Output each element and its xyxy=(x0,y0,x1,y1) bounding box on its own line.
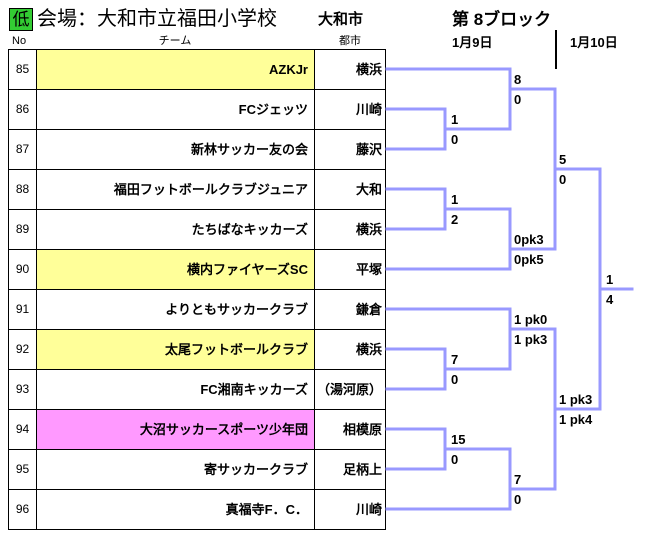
team-name: 寄サッカークラブ xyxy=(37,450,315,489)
score-semifinal-top-bottom: 0 xyxy=(559,172,567,187)
team-name: たちばなキッカーズ xyxy=(37,210,315,249)
team-city: 横浜 xyxy=(355,222,382,237)
team-city: 足柄上 xyxy=(342,462,382,477)
score-86-87-top: 1 xyxy=(451,112,459,127)
team-row: 87 新林サッカー友の会 藤沢 xyxy=(8,129,386,170)
team-table: 85 AZKJr 横浜 86 FCジェッツ 川崎 87 新林サッカー友の会 藤沢… xyxy=(8,49,386,530)
bracket-semifinal-bottom xyxy=(553,327,602,491)
score-semifinal-bottom-bottom: 1 pk4 xyxy=(559,412,593,427)
column-header-team: チーム xyxy=(158,35,192,47)
score-90-top: 0pk3 xyxy=(514,232,544,247)
team-name: FC湘南キッカーズ xyxy=(37,370,315,409)
team-number: 94 xyxy=(9,410,37,449)
score-semifinal-bottom-top: 1 pk3 xyxy=(559,392,593,407)
team-number: 96 xyxy=(9,490,37,529)
score-final-top: 1 xyxy=(606,272,614,287)
team-number: 95 xyxy=(9,450,37,489)
team-row: 85 AZKJr 横浜 xyxy=(8,49,386,90)
team-row: 94 大沼サッカースポーツ少年団 相模原 xyxy=(8,409,386,450)
team-city: 横浜 xyxy=(355,62,382,77)
bracket-match-94-95 xyxy=(443,427,512,471)
date-divider xyxy=(555,30,557,69)
bracket-lines xyxy=(385,67,634,511)
bracket-semifinal-top xyxy=(553,87,602,251)
score-96-top: 7 xyxy=(514,472,522,487)
team-city: 横浜 xyxy=(355,342,382,357)
team-name: 太尾フットボールクラブ xyxy=(37,330,315,369)
bracket-match-90 xyxy=(508,207,557,271)
team-number: 92 xyxy=(9,330,37,369)
team-city: 鎌倉 xyxy=(355,302,382,317)
score-85-bottom: 0 xyxy=(514,92,522,107)
bracket-final xyxy=(598,167,634,411)
bracket-match-88-89 xyxy=(443,187,512,231)
date-day1: 1月9日 xyxy=(452,35,493,50)
team-name: 大沼サッカースポーツ少年団 xyxy=(37,410,315,449)
team-city: （湯河原） xyxy=(316,382,382,397)
team-city: 川崎 xyxy=(355,102,382,117)
host-city-label: 大和市 xyxy=(318,11,364,28)
team-number: 91 xyxy=(9,290,37,329)
score-85-top: 8 xyxy=(514,72,522,87)
team-name: 新林サッカー友の会 xyxy=(37,130,315,169)
column-header-no: No xyxy=(12,35,27,47)
team-number: 86 xyxy=(9,90,37,129)
block-title: 第 8ブロック xyxy=(452,10,552,29)
team-city: 川崎 xyxy=(355,502,382,517)
team-row: 96 真福寺F．C． 川崎 xyxy=(8,489,386,530)
score-88-89-bottom: 2 xyxy=(451,212,459,227)
team-city: 大和 xyxy=(355,182,382,197)
score-90-bottom: 0pk5 xyxy=(514,252,544,267)
score-86-87-bottom: 0 xyxy=(451,132,459,147)
team-city: 相模原 xyxy=(342,422,382,437)
team-number: 85 xyxy=(9,50,37,89)
bracket-match-92-93 xyxy=(443,347,512,391)
team-row: 89 たちばなキッカーズ 横浜 xyxy=(8,209,386,250)
bracket-match-96 xyxy=(508,447,557,511)
bracket-match-86-87 xyxy=(443,107,512,151)
score-92-93-bottom: 0 xyxy=(451,372,459,387)
team-city: 平塚 xyxy=(355,262,382,277)
score-semifinal-top-top: 5 xyxy=(559,152,567,167)
score-final-bottom: 4 xyxy=(606,292,614,307)
team-number: 87 xyxy=(9,130,37,169)
team-number: 89 xyxy=(9,210,37,249)
level-badge: 低 xyxy=(9,8,33,31)
team-name: 横内ファイヤーズSC xyxy=(37,250,315,289)
bracket-match-91 xyxy=(508,307,557,371)
team-name: よりともサッカークラブ xyxy=(37,290,315,329)
team-row: 90 横内ファイヤーズSC 平塚 xyxy=(8,249,386,290)
score-92-93-top: 7 xyxy=(451,352,459,367)
team-number: 93 xyxy=(9,370,37,409)
team-row: 91 よりともサッカークラブ 鎌倉 xyxy=(8,289,386,330)
team-name: AZKJr xyxy=(37,50,315,89)
team-number: 88 xyxy=(9,170,37,209)
score-88-89-top: 1 xyxy=(451,192,459,207)
column-header-city: 都市 xyxy=(339,35,361,47)
team-name: FCジェッツ xyxy=(37,90,315,129)
score-96-bottom: 0 xyxy=(514,492,522,507)
team-name: 福田フットボールクラブジュニア xyxy=(37,170,315,209)
team-number: 90 xyxy=(9,250,37,289)
score-91-bottom: 1 pk3 xyxy=(514,332,548,347)
score-91-top: 1 pk0 xyxy=(514,312,548,327)
team-name: 真福寺F．C． xyxy=(37,490,315,529)
venue-title: 会場：大和市立福田小学校 xyxy=(37,8,277,30)
score-94-95-bottom: 0 xyxy=(451,452,459,467)
team-city: 藤沢 xyxy=(355,142,382,157)
bracket-match-85 xyxy=(508,67,557,131)
date-day2: 1月10日 xyxy=(570,35,618,50)
team-row: 92 太尾フットボールクラブ 横浜 xyxy=(8,329,386,370)
score-94-95-top: 15 xyxy=(451,432,466,447)
